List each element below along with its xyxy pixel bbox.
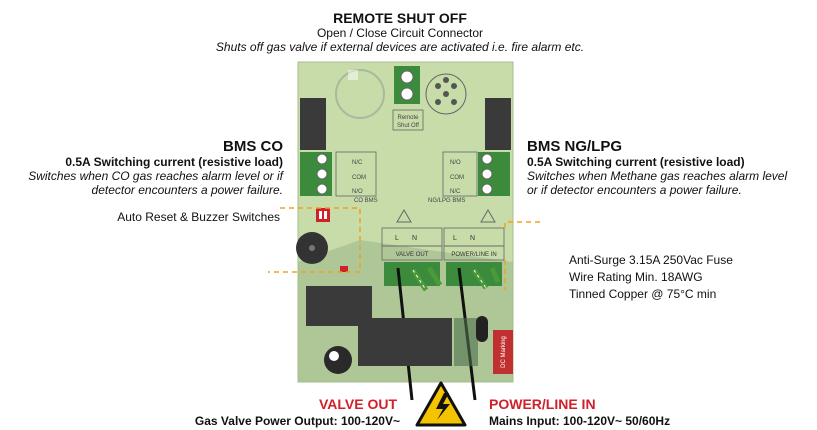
fuse-block: Anti-Surge 3.15A 250Vac Fuse Wire Rating… — [569, 252, 809, 303]
valve-out-desc: Gas Valve Power Output: 100-120V~ — [194, 414, 400, 428]
auto-reset-label: Auto Reset & Buzzer Switches — [117, 210, 280, 224]
remote-terminal — [394, 66, 420, 104]
dash-fuse — [504, 221, 540, 232]
power-board-label: POWER/LINE IN — [451, 252, 496, 258]
ng-bms-label: NG/LPG BMS — [428, 198, 465, 204]
transformer-bottom — [358, 318, 452, 366]
valve-out-title: VALVE OUT — [318, 396, 397, 412]
power-line-title: POWER/LINE IN — [489, 396, 596, 412]
bms-co-note2: detector encounters a power failure. — [91, 183, 283, 197]
term-letter-4: N — [470, 235, 475, 242]
remote-shut-off-block: REMOTE SHUT OFF Open / Close Circuit Con… — [150, 10, 650, 54]
ng-label-no: N/O — [450, 160, 461, 166]
connector-ring — [425, 73, 467, 115]
high-voltage-warning-icon — [415, 381, 467, 427]
bms-ng-note2: or if detector encounters a power failur… — [527, 183, 742, 197]
remote-subtitle: Open / Close Circuit Connector — [316, 26, 484, 40]
bms-ng-block: BMS NG/LPG 0.5A Switching current (resis… — [527, 138, 817, 197]
dc-marking — [493, 330, 513, 374]
bms-ng-spec: 0.5A Switching current (resistive load) — [527, 155, 745, 169]
term-letter-3: L — [453, 235, 457, 242]
power-line-desc: Mains Input: 100-120V~ 50/60Hz — [489, 414, 671, 428]
remote-label-2: Shut Off — [397, 123, 419, 129]
valve-out-board-label: VALVE OUT — [396, 252, 429, 258]
co-bms-label: CO BMS — [354, 198, 378, 204]
remote-note: Shuts off gas valve if external devices … — [215, 40, 585, 54]
fuse — [476, 316, 488, 342]
co-label-com: COM — [352, 175, 366, 181]
ng-label-nc: N/C — [450, 189, 461, 195]
ng-label-com: COM — [450, 175, 464, 181]
dash-co — [268, 207, 361, 273]
fuse-line3: Tinned Copper @ 75°C min — [569, 287, 717, 301]
bms-co-note1: Switches when CO gas reaches alarm level… — [28, 169, 283, 183]
dc-marking-label: DC Marking — [501, 336, 507, 368]
remote-label-1: Remote — [397, 115, 419, 121]
bms-co-block: BMS CO 0.5A Switching current (resistive… — [0, 138, 283, 197]
buzzer-outline — [335, 69, 385, 119]
bms-ng-title: BMS NG/LPG — [527, 138, 623, 155]
dip-switch — [316, 208, 330, 222]
bms-ng-note1: Switches when Methane gas reaches alarm … — [527, 169, 788, 183]
fuse-line2: Wire Rating Min. 18AWG — [569, 270, 703, 284]
term-letter-2: N — [412, 235, 417, 242]
term-letter-1: L — [395, 235, 399, 242]
capacitor — [324, 346, 352, 374]
ng-bms-terminal — [442, 151, 510, 197]
buzzer-mark — [348, 70, 358, 80]
bms-co-spec: 0.5A Switching current (resistive load) — [65, 155, 283, 169]
relay-left-top — [300, 98, 326, 150]
co-bms-terminal — [300, 151, 377, 197]
bms-co-title: BMS CO — [223, 138, 283, 155]
co-label-nc: N/C — [352, 160, 363, 166]
co-label-no: N/O — [352, 189, 363, 195]
fuse-line1: Anti-Surge 3.15A 250Vac Fuse — [569, 253, 733, 267]
relay-right-top — [485, 98, 511, 150]
remote-title: REMOTE SHUT OFF — [333, 10, 467, 26]
